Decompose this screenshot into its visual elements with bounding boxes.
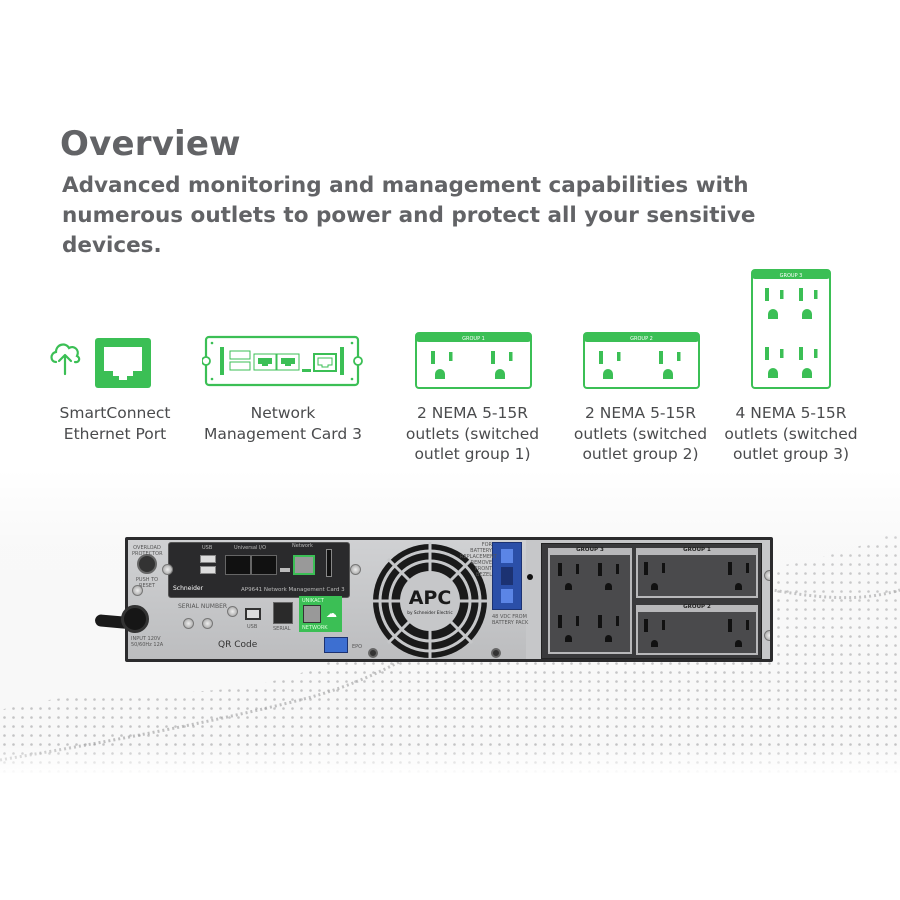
indicator [527, 574, 533, 580]
nmc-network-port[interactable] [293, 555, 315, 575]
apc-logo: APC [409, 587, 452, 609]
network-management-card-icon [202, 335, 364, 387]
screw [764, 630, 770, 641]
input-rating-label: INPUT 120V 50/60Hz 12A [131, 636, 164, 648]
ethernet-jack [303, 605, 321, 623]
outlet-group-3: GROUP 3 [548, 547, 632, 654]
nmc-usb-port-2[interactable] [200, 566, 216, 574]
console-port[interactable] [280, 568, 290, 572]
universal-io-port-2[interactable] [251, 555, 277, 575]
feature-outlet-group-3: GROUP 3 4 NEMA 5-15R outlets (switched o… [716, 268, 866, 470]
nmc-status-slot [326, 549, 332, 577]
schneider-logo: Schneider [173, 585, 204, 592]
screw [132, 585, 143, 596]
feature-network-management-card: Network Management Card 3 [198, 330, 368, 470]
feature-label: 4 NEMA 5-15R outlets (switched outlet gr… [724, 404, 858, 463]
battery-connector[interactable] [492, 542, 522, 610]
screw [162, 564, 173, 575]
subtitle-line-1: Advanced monitoring and management capab… [62, 173, 749, 198]
push-reset-label: PUSH TO RESET [135, 577, 159, 589]
overload-label: OVERLOAD PROTECTOR [132, 545, 163, 557]
fan-grille: APC by Schneider Electric [371, 542, 489, 659]
screw [764, 570, 770, 581]
indicator [491, 648, 501, 658]
subtitle-line-2: numerous outlets to power and protect al… [62, 203, 756, 258]
page-subtitle: Advanced monitoring and management capab… [62, 171, 862, 261]
svg-text:GROUP 3: GROUP 3 [780, 273, 803, 279]
outlet-group-1: GROUP 1 [636, 547, 758, 598]
universal-io-port-1[interactable] [225, 555, 251, 575]
power-cord-inlet [121, 605, 149, 633]
nmc-model-label: AP9641 Network Management Card 3 [241, 587, 345, 593]
ethernet-port-icon [95, 338, 151, 388]
ground-screw [202, 618, 213, 629]
schneider-sub-logo: by Schneider Electric [407, 610, 453, 616]
outlet-group-2-icon: GROUP 2 [583, 332, 700, 389]
indicator [368, 648, 378, 658]
smartconnect-network-port[interactable]: ☁ UNIKACT NETWORK [299, 596, 342, 632]
feature-label: 2 NEMA 5-15R outlets (switched outlet gr… [573, 404, 708, 463]
outlet-group-1-icon: GROUP 1 [415, 332, 532, 389]
screw [227, 606, 238, 617]
screw [350, 564, 361, 575]
svg-text:GROUP 2: GROUP 2 [630, 336, 653, 342]
outlet-group-2: GROUP 2 [636, 604, 758, 655]
svg-text:GROUP 1: GROUP 1 [462, 336, 485, 342]
epo-connector[interactable] [324, 637, 348, 653]
outlet-panel: GROUP 3 GROUP 1 GROUP 2 [541, 543, 762, 659]
serial-number-label: SERIAL NUMBER [178, 603, 228, 610]
qr-code-label: QR Code [218, 640, 258, 650]
cloud-icon: ☁ [326, 607, 337, 620]
page-title: Overview [60, 124, 241, 164]
ground-screw [183, 618, 194, 629]
ups-rear-panel: OVERLOAD PROTECTOR PUSH TO RESET USB Uni… [125, 537, 773, 662]
outlet-group-3-icon: GROUP 3 [751, 269, 831, 389]
cloud-upload-icon [48, 338, 82, 378]
battery-pack-label: 48 VDC FROM BATTERY PACK [492, 614, 529, 626]
battery-replacement-label: FOR BATTERY REPLACEMENT REMOVE FRONT BEZ… [460, 542, 497, 578]
feature-label: SmartConnect Ethernet Port [59, 404, 171, 443]
feature-smartconnect: SmartConnect Ethernet Port [40, 330, 190, 470]
feature-outlet-group-1: GROUP 1 2 NEMA 5-15R outlets (switched o… [400, 330, 545, 470]
nmc-usb-port-1[interactable] [200, 555, 216, 563]
feature-label: Network Management Card 3 [203, 404, 363, 443]
serial-port[interactable] [273, 602, 293, 624]
network-management-card: USB Universal I/O Network Schneider AP96… [168, 542, 350, 598]
usb-port[interactable] [245, 608, 261, 620]
overload-reset-button[interactable] [137, 554, 157, 574]
feature-label: 2 NEMA 5-15R outlets (switched outlet gr… [405, 404, 540, 463]
feature-outlet-group-2: GROUP 2 2 NEMA 5-15R outlets (switched o… [568, 330, 713, 470]
